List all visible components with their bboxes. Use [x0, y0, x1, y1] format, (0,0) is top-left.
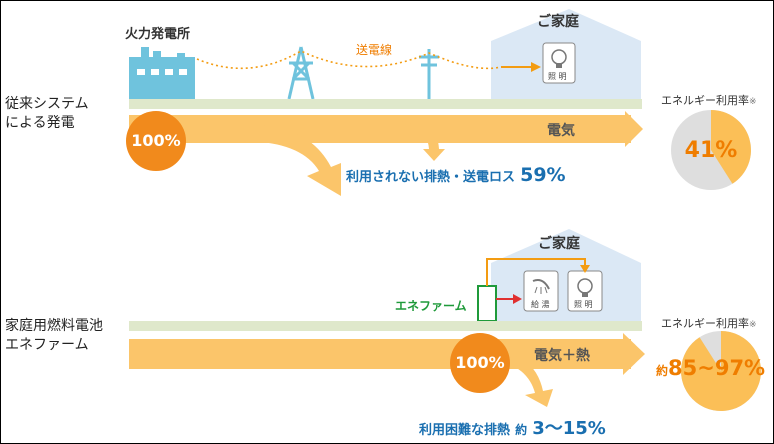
- input-percent-enefarm: 100%: [455, 353, 505, 372]
- flow-label-conventional: 電気: [547, 123, 575, 139]
- efficiency-slice-conventional: [711, 110, 751, 184]
- loss-label-conventional: 利用されない排熱・送電ロス: [346, 170, 516, 185]
- lamp-label-conventional: 照 明: [548, 72, 567, 81]
- loss-caption-enefarm: 利用困難な排熱 約 3～15%: [419, 414, 606, 440]
- loss-prefix-enefarm: 約: [515, 423, 528, 437]
- system-label-enefarm-line2: エネファーム: [5, 337, 89, 353]
- utility-pole-icon: [419, 49, 439, 99]
- flow-label-enefarm: 電気＋熱: [534, 348, 590, 364]
- ground-band-enefarm: [129, 321, 642, 331]
- main-arrow-head-enefarm: [623, 333, 645, 375]
- efficiency-value-conventional: 41%: [684, 138, 738, 163]
- loss-percent-enefarm: 3～15%: [532, 418, 606, 439]
- efficiency-value-enefarm: 85~97%: [668, 356, 766, 380]
- main-arrow-body-enefarm: [129, 339, 631, 369]
- input-circle-conventional: [126, 111, 186, 171]
- plant-label: 火力発電所: [125, 27, 191, 42]
- hot-water-label: 給 湯: [531, 300, 550, 309]
- enefarm-unit: [477, 285, 497, 322]
- shower-icon: [532, 279, 550, 294]
- transmission-line-label: 送電線: [356, 43, 393, 57]
- home-label-enefarm: ご家庭: [538, 236, 580, 252]
- supply-line-orange: [486, 258, 586, 286]
- supply-arrow-head-red: [513, 294, 522, 304]
- efficiency-pie-conventional: [671, 110, 751, 190]
- power-plant-icon: [129, 47, 195, 99]
- efficiency-slice-enefarm: [681, 331, 762, 411]
- pylon-icon: [287, 46, 315, 100]
- system-label-conventional: 従来システム による発電: [5, 95, 89, 133]
- enefarm-unit-label: エネファーム: [395, 299, 467, 313]
- system-label-conventional-line2: による発電: [5, 115, 75, 131]
- main-arrow-head-conventional: [625, 111, 643, 147]
- input-percent-conventional: 100%: [131, 131, 181, 150]
- efficiency-title-enefarm: エネルギー利用率※: [661, 315, 757, 331]
- loss-arrow-small: [401, 115, 445, 161]
- loss-arrow-enefarm: [506, 355, 553, 407]
- efficiency-note-enefarm: ※: [749, 320, 757, 330]
- bulb-icon: [551, 49, 567, 68]
- efficiency-title-text-enefarm: エネルギー利用率: [661, 317, 749, 330]
- loss-arrow-big: [241, 125, 341, 196]
- bulb-icon-enefarm: [577, 278, 593, 297]
- efficiency-note-conventional: ※: [749, 97, 757, 107]
- ground-band-conventional: [129, 99, 642, 109]
- loss-label-enefarm: 利用困難な排熱: [419, 423, 511, 438]
- efficiency-title-text-conventional: エネルギー利用率: [661, 94, 749, 107]
- efficiency-title-conventional: エネルギー利用率※: [661, 92, 757, 108]
- system-label-enefarm-line1: 家庭用燃料電池: [5, 318, 103, 334]
- lamp-label-enefarm: 照 明: [574, 300, 593, 309]
- home-label-conventional: ご家庭: [537, 14, 579, 30]
- feed-arrow-head: [531, 62, 541, 72]
- efficiency-prefix-enefarm: 約: [656, 364, 669, 378]
- efficiency-value-enefarm-wrap: 約85~97%: [656, 356, 765, 380]
- loss-percent-conventional: 59%: [520, 164, 566, 186]
- system-label-enefarm: 家庭用燃料電池 エネファーム: [5, 317, 103, 355]
- supply-arrow-head-orange: [580, 265, 590, 273]
- loss-caption-conventional: 利用されない排熱・送電ロス 59%: [346, 164, 566, 186]
- system-label-conventional-line1: 従来システム: [5, 96, 89, 112]
- main-arrow-body-conventional: [129, 115, 631, 143]
- input-circle-enefarm: [450, 333, 510, 393]
- transmission-line: [196, 50, 502, 70]
- efficiency-pie-enefarm: [681, 331, 762, 411]
